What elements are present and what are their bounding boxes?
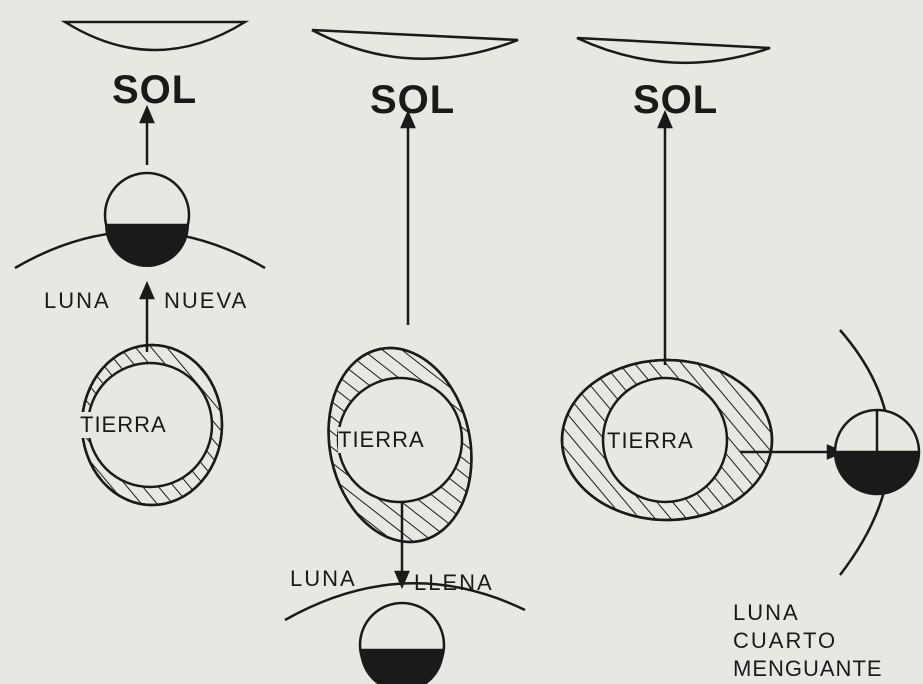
moon-label-line-1-3: LUNA <box>733 600 800 626</box>
earth-label-2: TIERRA <box>338 427 425 453</box>
earth-label-3: TIERRA <box>607 428 694 454</box>
moon-label-left-2: LUNA <box>290 566 357 592</box>
sun-label-1: SOL <box>112 68 197 113</box>
moon-label-right-2: LLENA <box>414 570 494 596</box>
moon-label-left-1: LUNA <box>44 288 111 314</box>
moon-shadow-1 <box>105 225 189 267</box>
sun-label-2: SOL <box>370 78 455 123</box>
sun-disc-2 <box>312 30 518 59</box>
sun-disc-1 <box>65 22 245 50</box>
earth-label-1: TIERRA <box>80 412 167 438</box>
sun-label-3: SOL <box>633 78 718 123</box>
moon-label-line-2-3: CUARTO <box>733 628 837 654</box>
sun-disc-3 <box>577 38 770 63</box>
moon-label-line-3-3: MENGUANTE <box>733 656 883 682</box>
moon-label-right-1: NUEVA <box>164 288 248 314</box>
moon-shadow-2 <box>360 650 444 684</box>
